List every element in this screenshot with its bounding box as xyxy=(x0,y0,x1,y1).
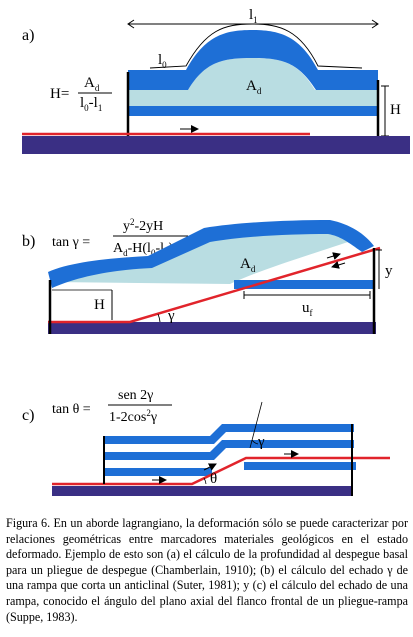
hanging-wall-flat-layer xyxy=(244,462,356,470)
fold-layer-top xyxy=(104,424,354,444)
theta-arc xyxy=(203,477,207,485)
basement-layer xyxy=(22,136,410,154)
h-label: H xyxy=(390,102,401,118)
hanging-wall-layer xyxy=(234,280,374,289)
ramp-fault-c xyxy=(52,456,390,486)
eq-c-numerator: sen 2γ xyxy=(118,388,153,403)
l1-label: l1 xyxy=(249,7,258,25)
eq-c-denominator: 1-2cos2γ xyxy=(109,408,157,425)
uf-label: uf xyxy=(302,300,313,318)
area-ad-label-b: Ad xyxy=(240,256,256,274)
gamma-arc xyxy=(157,313,161,323)
area-ad-label: Ad xyxy=(246,78,262,96)
figure-stage: a) l1 l0 Ad H H= Ad l0-l1 xyxy=(22,7,410,496)
upper-folded-layer xyxy=(48,220,374,288)
anticline-core-fill xyxy=(52,230,360,284)
theta-label: θ xyxy=(210,471,217,487)
footwall-layer xyxy=(104,468,212,476)
h-label-b: H xyxy=(94,297,105,313)
ramp-fault xyxy=(48,246,381,324)
basement-layer-b xyxy=(48,322,376,334)
panel-b-label: b) xyxy=(22,233,35,250)
folded-layer xyxy=(128,30,378,90)
y-label: y xyxy=(385,263,393,279)
panel-c: c) tan θ = sen 2γ 1-2cos2γ γ θ xyxy=(22,388,390,496)
figure-svg: a) l1 l0 Ad H H= Ad l0-l1 xyxy=(22,7,410,496)
eq-a-numerator: Ad xyxy=(84,75,100,93)
panel-a-label: a) xyxy=(22,27,34,44)
eq-a-denominator: l0-l1 xyxy=(80,95,102,113)
gamma-arc-c xyxy=(251,439,259,445)
panel-b: b) tan γ = y2-2yH Ad-H(l0-l1) H y uf xyxy=(22,217,393,334)
l0-label: l0 xyxy=(158,52,167,70)
eq-c-lhs: tan θ = xyxy=(52,402,91,417)
eq-b-numerator: y2-2yH xyxy=(123,217,163,234)
eq-a-lhs: H= xyxy=(50,86,69,102)
basement-layer-c xyxy=(52,486,352,496)
gamma-label-b: γ xyxy=(167,308,175,324)
gamma-label-c: γ xyxy=(257,434,265,450)
figure-caption: Figura 6. En un aborde lagrangiano, la d… xyxy=(6,516,408,624)
l1-arrow-left xyxy=(127,19,135,29)
l1-arrow-right xyxy=(371,19,379,29)
slip-arrow-upper xyxy=(326,252,341,260)
panel-a: a) l1 l0 Ad H H= Ad l0-l1 xyxy=(22,7,410,154)
eq-b-lhs: tan γ = xyxy=(52,235,90,250)
l0-curve-line xyxy=(149,23,363,69)
slip-arrow-c-ramp xyxy=(203,463,217,471)
lower-layer xyxy=(128,106,378,116)
slip-arrow-lower xyxy=(331,261,346,269)
panel-c-label: c) xyxy=(22,407,34,424)
core-fill-area xyxy=(128,58,378,106)
fold-layer-middle xyxy=(104,440,354,460)
